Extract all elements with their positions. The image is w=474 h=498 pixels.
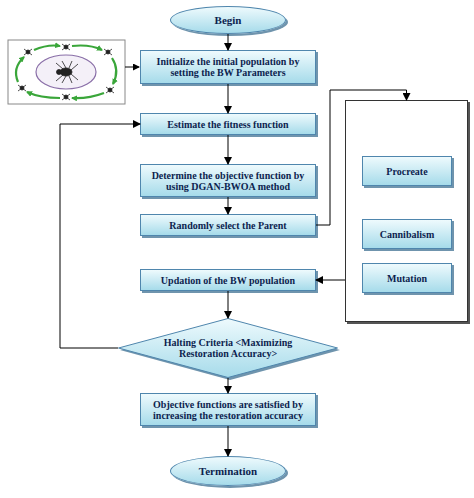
node-text: Begin xyxy=(211,15,246,26)
operator-box: Cannibalism xyxy=(362,219,452,249)
process-box: Initialize the initial population by set… xyxy=(140,50,316,84)
flow-arrow xyxy=(60,124,140,348)
node-text: Estimate the fitness function xyxy=(163,119,292,130)
flow-arrow xyxy=(228,197,229,214)
node-text: Mutation xyxy=(383,273,431,284)
node-text: Procreate xyxy=(382,166,431,177)
operator-box: Procreate xyxy=(362,156,452,186)
node-text: Objective functions are satisfied by inc… xyxy=(141,399,315,421)
flow-arrow xyxy=(228,34,229,50)
process-box: Objective functions are satisfied by inc… xyxy=(140,393,316,426)
flow-arrow xyxy=(228,426,229,456)
process-box: Determine the objective function by usin… xyxy=(140,164,316,197)
process-box: Randomly select the Parent xyxy=(140,214,316,236)
flow-arrow xyxy=(228,378,229,393)
node-text: Updation of the BW population xyxy=(157,275,299,286)
decision-diamond: Halting Criteria <Maximizing Restoration… xyxy=(118,318,338,378)
operator-box: Mutation xyxy=(362,263,452,293)
start-ellipse: Begin xyxy=(170,6,286,34)
flow-arrow xyxy=(316,280,345,281)
node-text: Termination xyxy=(195,466,261,477)
node-text: Cannibalism xyxy=(376,229,438,240)
process-box: Updation of the BW population xyxy=(140,269,316,291)
node-text: Initialize the initial population by set… xyxy=(141,56,315,78)
end-ellipse: Termination xyxy=(170,456,286,486)
operator-group: ProcreateCannibalismMutation xyxy=(345,100,468,322)
node-text: Halting Criteria <Maximizing Restoration… xyxy=(118,337,338,359)
flow-arrow xyxy=(228,291,229,318)
node-text: Determine the objective function by usin… xyxy=(141,170,315,192)
node-text: Randomly select the Parent xyxy=(165,220,290,231)
flow-arrow xyxy=(316,90,407,225)
flow-arrow xyxy=(228,135,229,164)
flow-arrow xyxy=(228,84,229,113)
process-box: Estimate the fitness function xyxy=(140,113,316,135)
